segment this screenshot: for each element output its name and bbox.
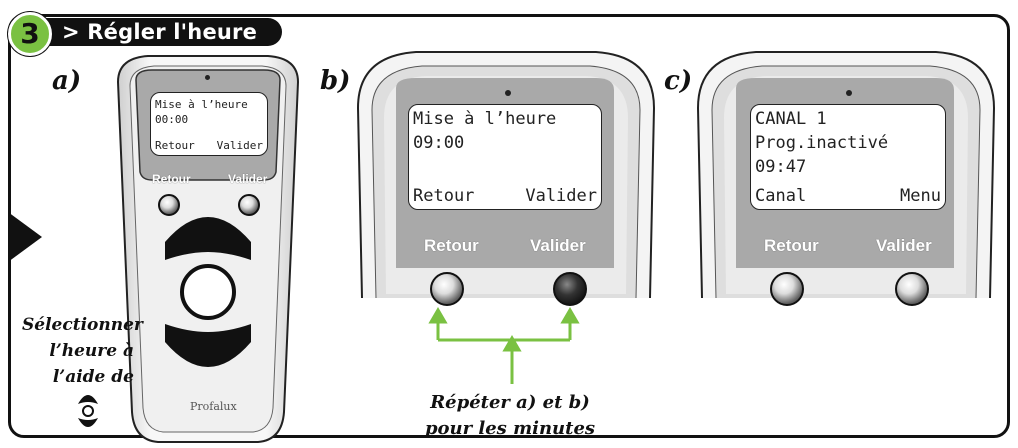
valider-label-b: Valider (530, 236, 586, 255)
lcd-screen-a: Mise à l’heure 00:00 Retour Valider (150, 92, 268, 156)
center-ok-button-a[interactable] (182, 266, 234, 318)
led-indicator-a (205, 75, 210, 80)
navigation-key-icon (78, 395, 98, 427)
lcd-line-2: 00:00 (155, 113, 189, 126)
lcd-softkey-right: Menu (900, 186, 941, 206)
select-instruction: Sélectionner l’heure à l’aide de (22, 315, 143, 387)
repeat-instruction: Répéter a) et b) pour les minutes (424, 392, 596, 439)
lcd-softkey-left: Retour (413, 186, 475, 206)
led-indicator-c (846, 90, 852, 96)
valider-label-c: Valider (876, 236, 932, 255)
retour-label-a: Retour (152, 172, 191, 186)
retour-label-c: Retour (764, 236, 819, 255)
lcd-softkeys-row: Retour Valider (155, 139, 263, 152)
lcd-softkeys-row: Retour Valider (413, 186, 597, 206)
lcd-line-1: CANAL 1 (755, 109, 827, 129)
lcd-softkey-left: Retour (155, 139, 195, 152)
play-arrow-icon (8, 212, 42, 262)
retour-button-a[interactable] (158, 194, 180, 216)
panel-c-label: c) (664, 66, 693, 96)
valider-label-a: Valider (228, 172, 268, 186)
section-header-tab (20, 18, 282, 46)
valider-button-a[interactable] (238, 194, 260, 216)
retour-button-c[interactable] (770, 272, 804, 306)
lcd-softkey-left: Canal (755, 186, 807, 206)
down-arrow-button-a[interactable] (165, 324, 251, 374)
lcd-softkey-right: Valider (216, 139, 263, 152)
repeat-connector-arrows (428, 307, 580, 384)
retour-label-b: Retour (424, 236, 479, 255)
lcd-softkeys-row: Canal Menu (755, 186, 941, 206)
section-title: > Régler l'heure (62, 20, 258, 44)
valider-button-b[interactable] (553, 272, 587, 306)
brand-logo: Profalux (190, 400, 237, 413)
panel-b-label: b) (320, 66, 351, 96)
retour-button-b[interactable] (430, 272, 464, 306)
lcd-line-3: 09:47 (755, 157, 807, 177)
lcd-screen-c: CANAL 1 Prog.inactivé 09:47 Canal Menu (750, 104, 946, 210)
lcd-line-2: 09:00 (413, 133, 465, 153)
lcd-softkey-right: Valider (525, 186, 597, 206)
lcd-screen-b: Mise à l’heure 09:00 Retour Valider (408, 104, 602, 210)
lcd-line-2: Prog.inactivé (755, 133, 889, 153)
step-number-badge: 3 (8, 12, 52, 56)
panel-a-label: a) (52, 66, 82, 96)
led-indicator-b (505, 90, 511, 96)
lcd-line-1: Mise à l’heure (155, 98, 248, 111)
lcd-line-1: Mise à l’heure (413, 109, 557, 129)
valider-button-c[interactable] (895, 272, 929, 306)
